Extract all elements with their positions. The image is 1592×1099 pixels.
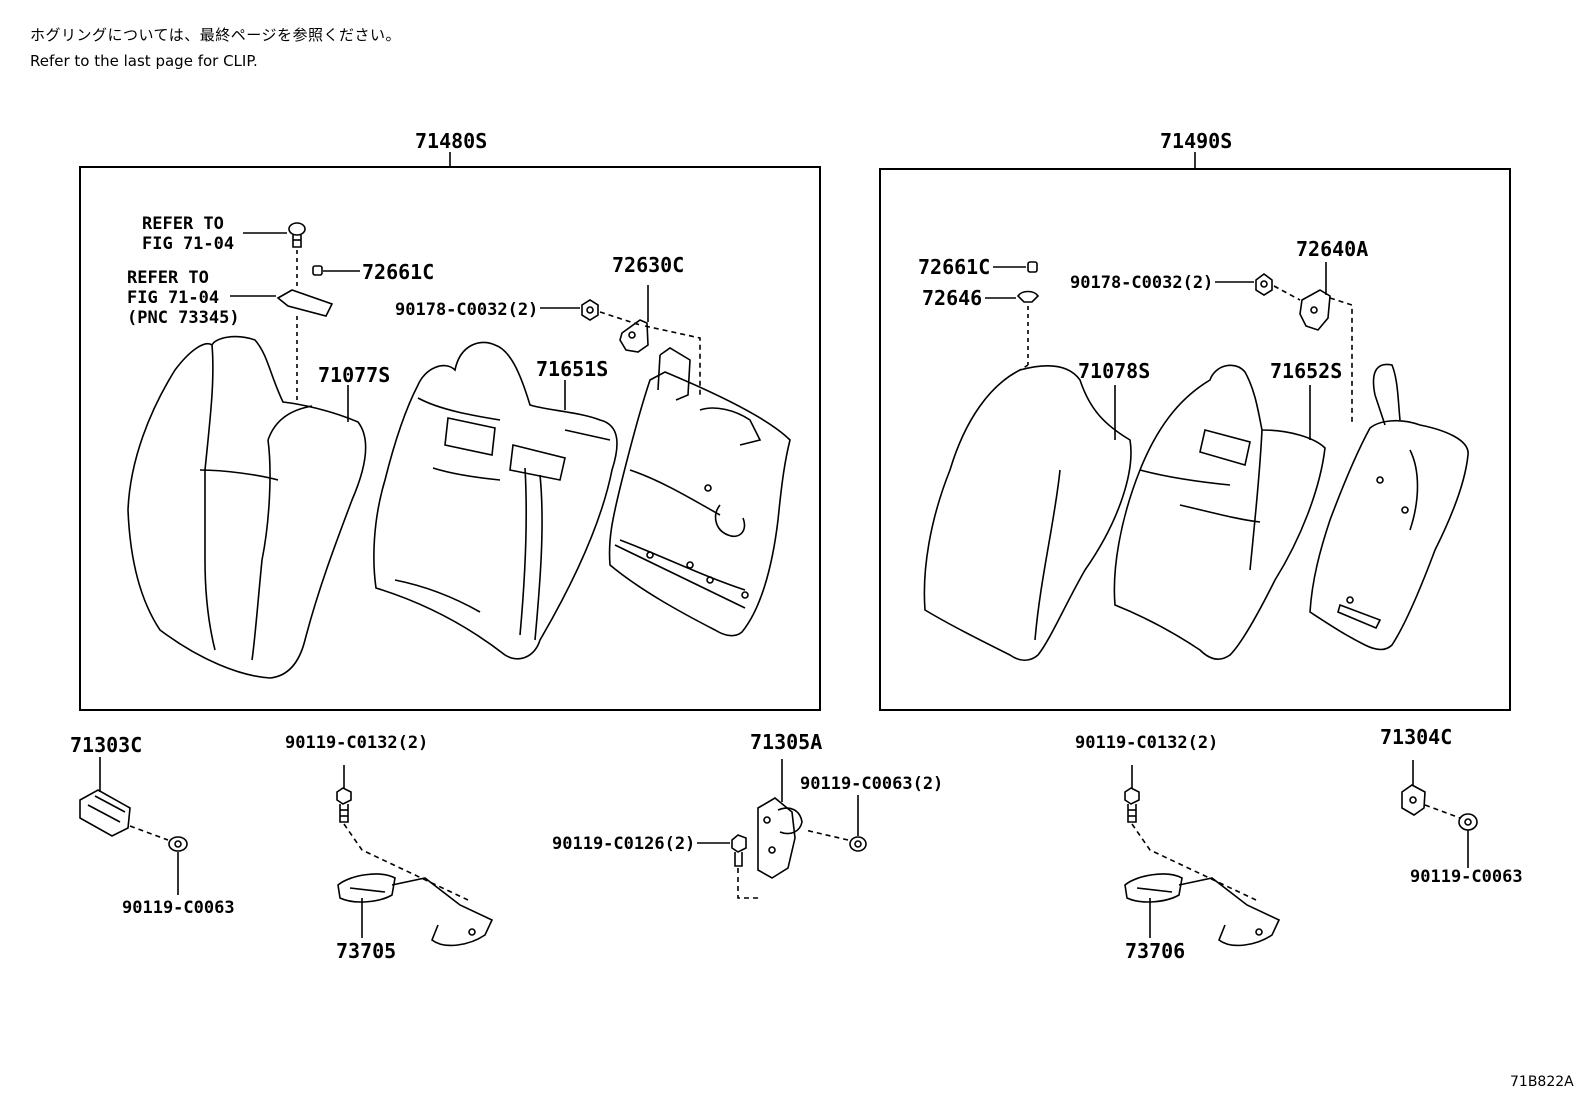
seatback-pad-icon-right — [923, 365, 1132, 662]
label-90178-left: 90178-C0032(2) — [395, 300, 538, 320]
clip-screw-icon — [288, 222, 306, 248]
seatback-cover-icon — [373, 341, 618, 660]
label-90178-right: 90178-C0032(2) — [1070, 273, 1213, 293]
clip-icon-right — [1016, 290, 1040, 303]
floor-bracket-icon — [337, 873, 494, 947]
clip-note-english: Refer to the last page for CLIP. — [30, 52, 258, 70]
bolt-icon — [168, 836, 188, 852]
refer-fig-label-1a: REFER TO — [142, 214, 224, 234]
bolt-icon-mid — [731, 834, 747, 867]
hinge-bracket-icon — [619, 319, 649, 353]
floor-bracket-icon-right — [1124, 873, 1281, 947]
plug-icon — [312, 265, 323, 276]
label-72661C-right: 72661C — [918, 255, 990, 279]
label-71490S: 71490S — [1160, 129, 1232, 153]
nut-icon-far-right — [1458, 813, 1478, 831]
hinge-bracket-icon-right — [1299, 289, 1331, 331]
cover-clip-icon — [1401, 784, 1426, 816]
lock-bracket-icon — [757, 797, 803, 879]
label-72640A: 72640A — [1296, 237, 1368, 261]
seatback-cover-icon-right — [1113, 364, 1326, 660]
label-90119-C0132-right: 90119-C0132(2) — [1075, 733, 1218, 753]
label-71651S: 71651S — [536, 357, 608, 381]
seatback-pad-icon — [127, 335, 367, 679]
refer-fig-label-2b: FIG 71-04 — [127, 288, 219, 308]
label-71304C: 71304C — [1380, 725, 1452, 749]
label-90119-C0063-right: 90119-C0063 — [1410, 867, 1523, 887]
label-90119-C0063-left: 90119-C0063 — [122, 898, 235, 918]
label-71305A: 71305A — [750, 730, 822, 754]
label-72630C: 72630C — [612, 253, 684, 277]
label-73705: 73705 — [336, 939, 396, 963]
refer-fig-label-2a: REFER TO — [127, 268, 209, 288]
cover-bracket-icon — [79, 789, 131, 837]
clip-note-japanese: ホグリングについては、最終ページを参照ください。 — [30, 26, 401, 44]
bolt-icon-left — [336, 787, 352, 823]
plug-icon-right — [1027, 261, 1038, 273]
label-72661C-left: 72661C — [362, 260, 434, 284]
bolt-icon-right — [1124, 787, 1140, 823]
label-90119-C0126-2: 90119-C0126(2) — [552, 834, 695, 854]
label-72646: 72646 — [922, 286, 982, 310]
label-71078S: 71078S — [1078, 359, 1150, 383]
label-71303C: 71303C — [70, 733, 142, 757]
nut-icon-mid — [849, 836, 867, 852]
nut-icon — [581, 299, 599, 321]
label-71652S: 71652S — [1270, 359, 1342, 383]
group-frame-right — [879, 168, 1511, 711]
label-71480S: 71480S — [415, 129, 487, 153]
refer-fig-label-1b: FIG 71-04 — [142, 234, 234, 254]
seat-frame-icon-right — [1309, 363, 1469, 651]
refer-fig-label-2c: (PNC 73345) — [127, 308, 240, 328]
label-90119-C0132-left: 90119-C0132(2) — [285, 733, 428, 753]
label-90119-C0063-2: 90119-C0063(2) — [800, 774, 943, 794]
figure-code: 71B822A — [1510, 1074, 1574, 1090]
nut-icon-right — [1255, 273, 1273, 296]
label-71077S: 71077S — [318, 363, 390, 387]
seat-frame-icon — [608, 347, 791, 637]
label-73706: 73706 — [1125, 939, 1185, 963]
bezel-plate-icon — [276, 289, 334, 317]
